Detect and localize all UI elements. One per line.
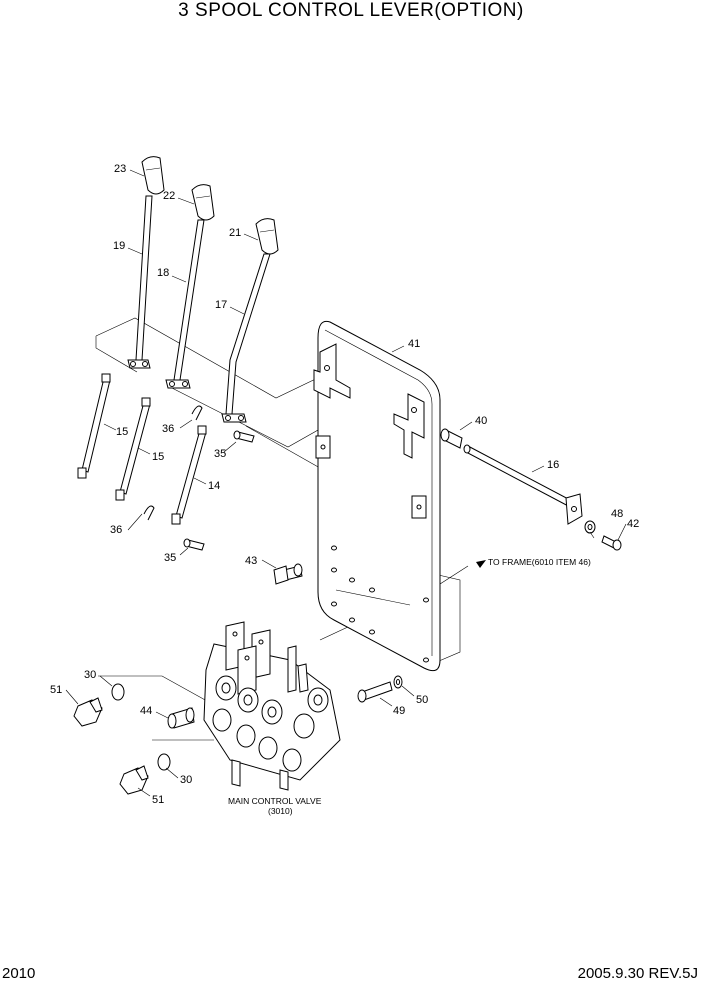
callout-15-lower: 15 (152, 451, 164, 463)
plug-51-lower (119, 765, 149, 795)
bolt-49 (357, 681, 393, 703)
callout-44: 44 (140, 705, 152, 717)
callout-42: 42 (627, 518, 639, 530)
rod-14 (171, 425, 207, 525)
callout-36-upper: 36 (162, 423, 174, 435)
callout-51-upper: 51 (50, 684, 62, 696)
clip-36-upper (191, 405, 203, 421)
lever-17 (221, 253, 271, 423)
callout-49: 49 (393, 705, 405, 717)
callout-35-lower: 35 (164, 552, 176, 564)
callout-43: 43 (245, 555, 257, 567)
valve-name-note: MAIN CONTROL VALVE (228, 796, 322, 806)
callout-18: 18 (157, 267, 169, 279)
callout-16: 16 (547, 459, 559, 471)
leader-lines (65, 169, 627, 797)
pin-35-upper (233, 430, 255, 443)
to-frame-note: TO FRAME(6010 ITEM 46) (488, 557, 591, 567)
valve-ref-note: (3010) (268, 806, 293, 816)
callout-22: 22 (163, 190, 175, 202)
callout-36-lower: 36 (110, 524, 122, 536)
callout-50: 50 (416, 694, 428, 706)
callout-40: 40 (475, 415, 487, 427)
clip-36-lower (143, 505, 155, 521)
o-ring-30-lower (157, 753, 171, 771)
lever-19 (127, 195, 153, 369)
callout-51-lower: 51 (152, 794, 164, 806)
pin-35-lower (183, 538, 205, 551)
page-number: 2010 (2, 965, 36, 982)
knob-22 (191, 184, 215, 221)
washer-50 (393, 675, 403, 689)
callout-19: 19 (113, 240, 125, 252)
callout-labels: 23 22 21 19 18 17 41 40 16 15 15 14 36 3… (50, 163, 639, 806)
washer-48 (584, 520, 596, 534)
bolt-43 (273, 563, 303, 585)
lever-18 (165, 219, 205, 389)
plug-51-upper (73, 697, 103, 727)
spacer-40 (440, 428, 463, 449)
callout-30-upper: 30 (84, 669, 96, 681)
callout-14: 14 (208, 480, 220, 492)
rod-15-lower (115, 397, 151, 501)
page-title: 3 SPOOL CONTROL LEVER(OPTION) (178, 0, 524, 21)
rod-15-upper (77, 373, 111, 479)
mounting-plate (313, 320, 441, 672)
date-revision: 2005.9.30 REV.5J (577, 965, 698, 982)
callout-41: 41 (408, 338, 420, 350)
knob-23 (141, 156, 165, 195)
callout-23: 23 (114, 163, 126, 175)
callout-15-upper: 15 (116, 426, 128, 438)
fitting-44 (167, 707, 195, 729)
bolt-42 (601, 535, 622, 551)
callout-21: 21 (229, 227, 241, 239)
callout-30-lower: 30 (180, 774, 192, 786)
callout-17: 17 (215, 299, 227, 311)
callout-35-upper: 35 (214, 448, 226, 460)
o-ring-30-upper (111, 683, 125, 701)
knob-21 (255, 218, 279, 255)
callout-48: 48 (611, 508, 623, 520)
shaft-16 (463, 444, 583, 525)
main-control-valve (203, 621, 341, 791)
